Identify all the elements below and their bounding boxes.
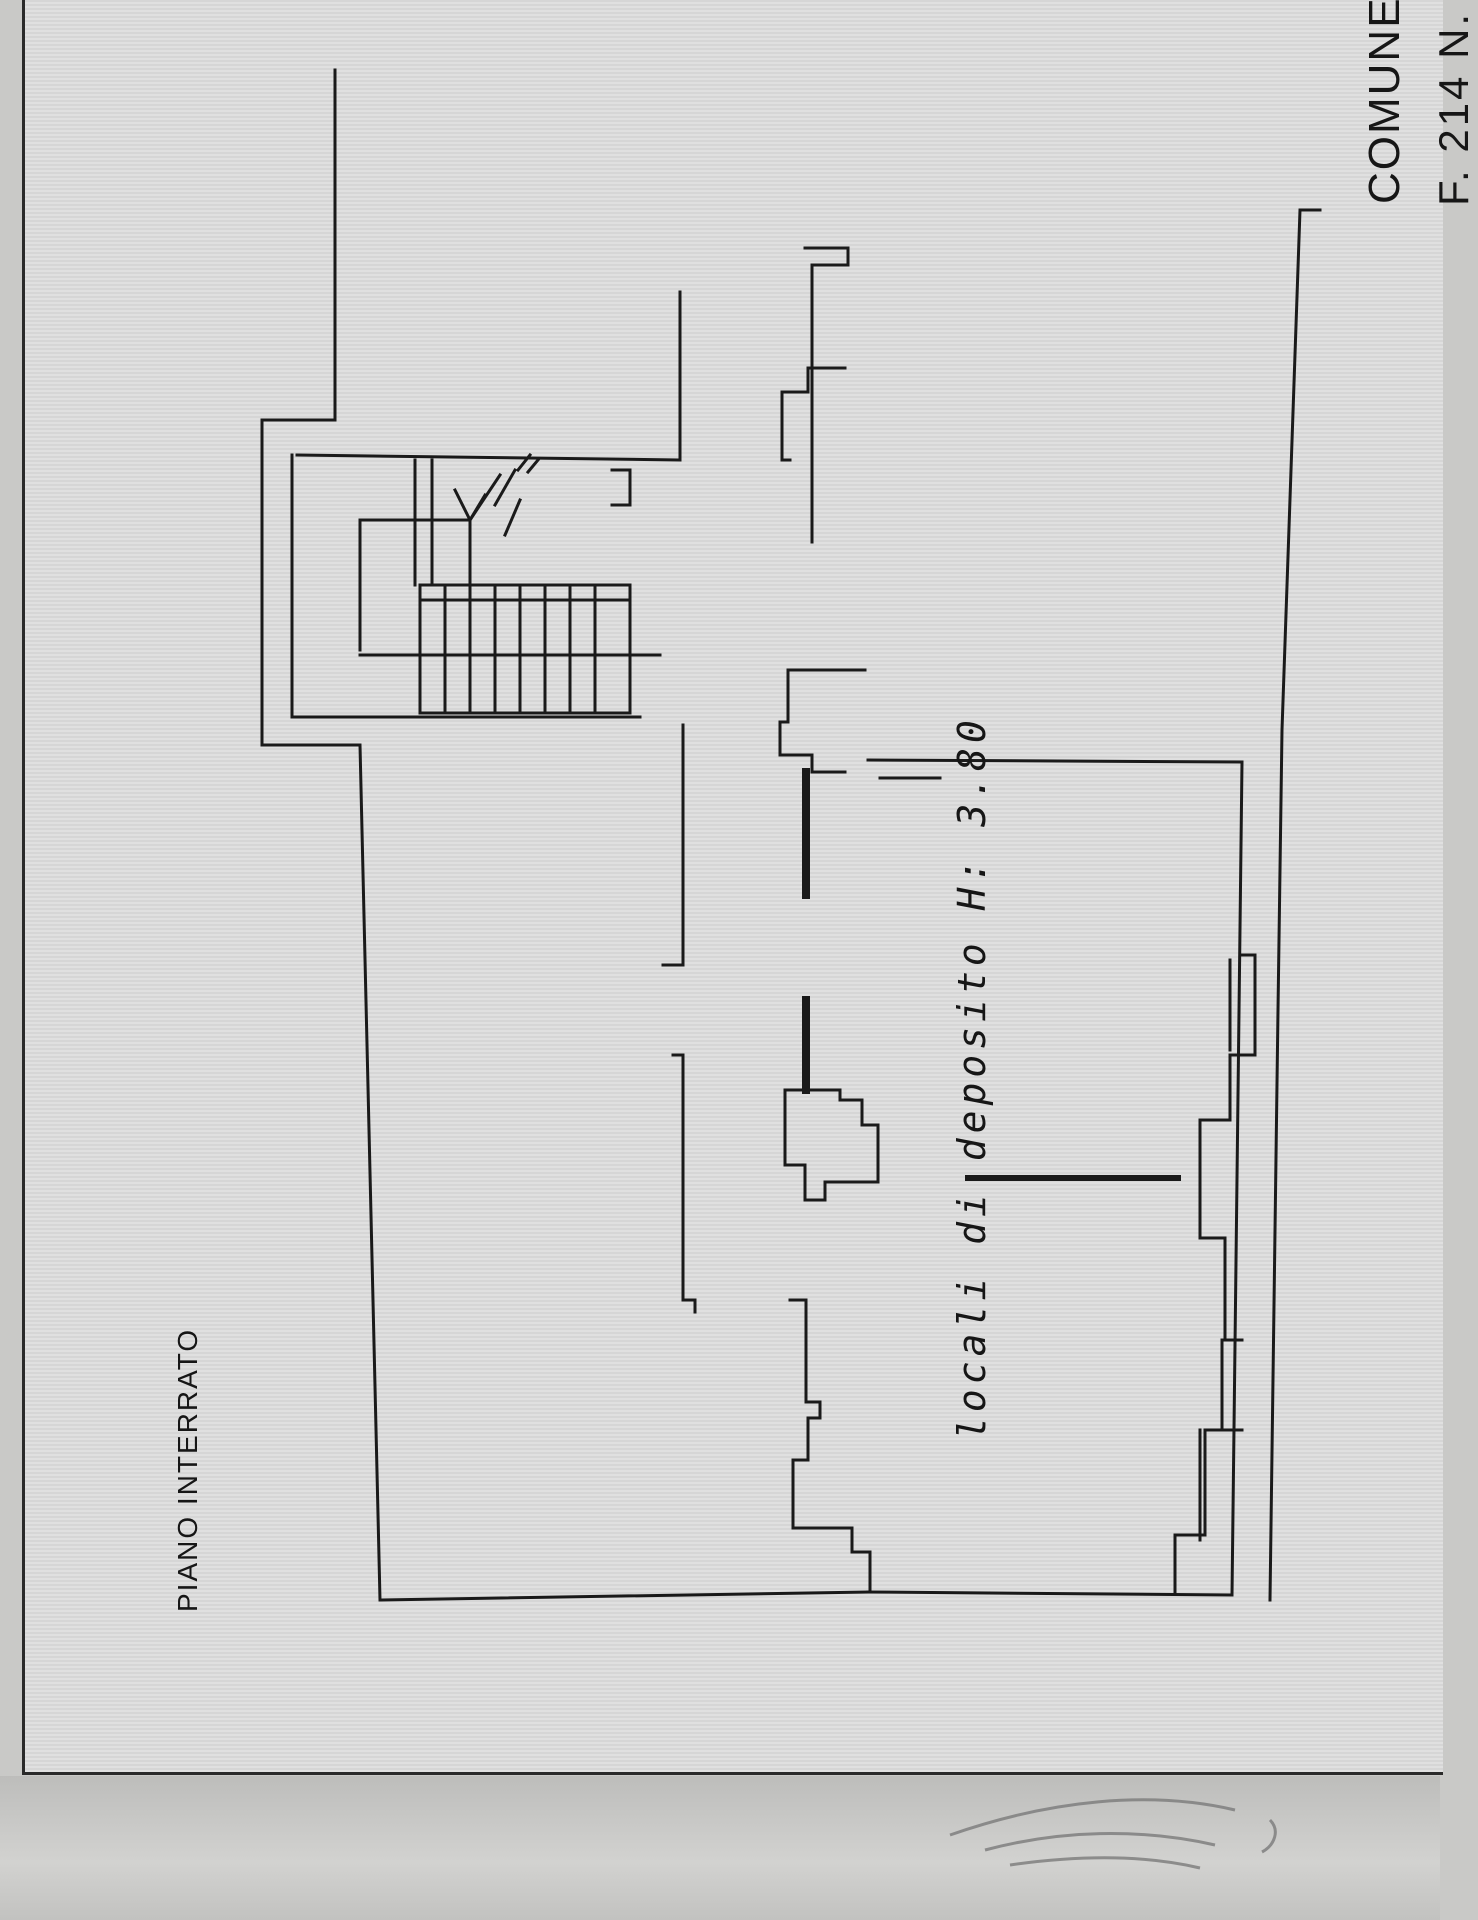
sheet-reference: F. 214 N.	[1430, 10, 1477, 206]
room-label: locali di deposito H: 3.80	[950, 715, 994, 1440]
staircase	[358, 452, 662, 715]
floor-plan	[260, 68, 1322, 1870]
interior-wall	[803, 246, 850, 544]
interior-wall	[780, 366, 847, 462]
stamp-mark	[949, 1798, 1277, 1870]
outer-boundary-wall	[260, 68, 870, 1602]
interior-wall	[788, 1298, 872, 1594]
interior-wall	[671, 1053, 697, 1314]
property-line	[1268, 208, 1322, 1602]
interior-wall	[778, 668, 867, 774]
floor-title: PIANO INTERRATO	[172, 1327, 203, 1612]
stair-enclosure	[290, 453, 642, 719]
room-wall	[866, 758, 1244, 1597]
municipality-label: COMUNE	[1360, 0, 1409, 204]
pillar	[783, 1088, 880, 1202]
drawing-sheet	[22, 0, 1443, 1775]
interior-wall	[661, 723, 685, 967]
window-bay	[1198, 953, 1257, 1342]
desk-surface	[0, 1776, 1440, 1920]
window-bay	[1173, 1428, 1244, 1594]
stair-enclosure	[295, 290, 682, 462]
